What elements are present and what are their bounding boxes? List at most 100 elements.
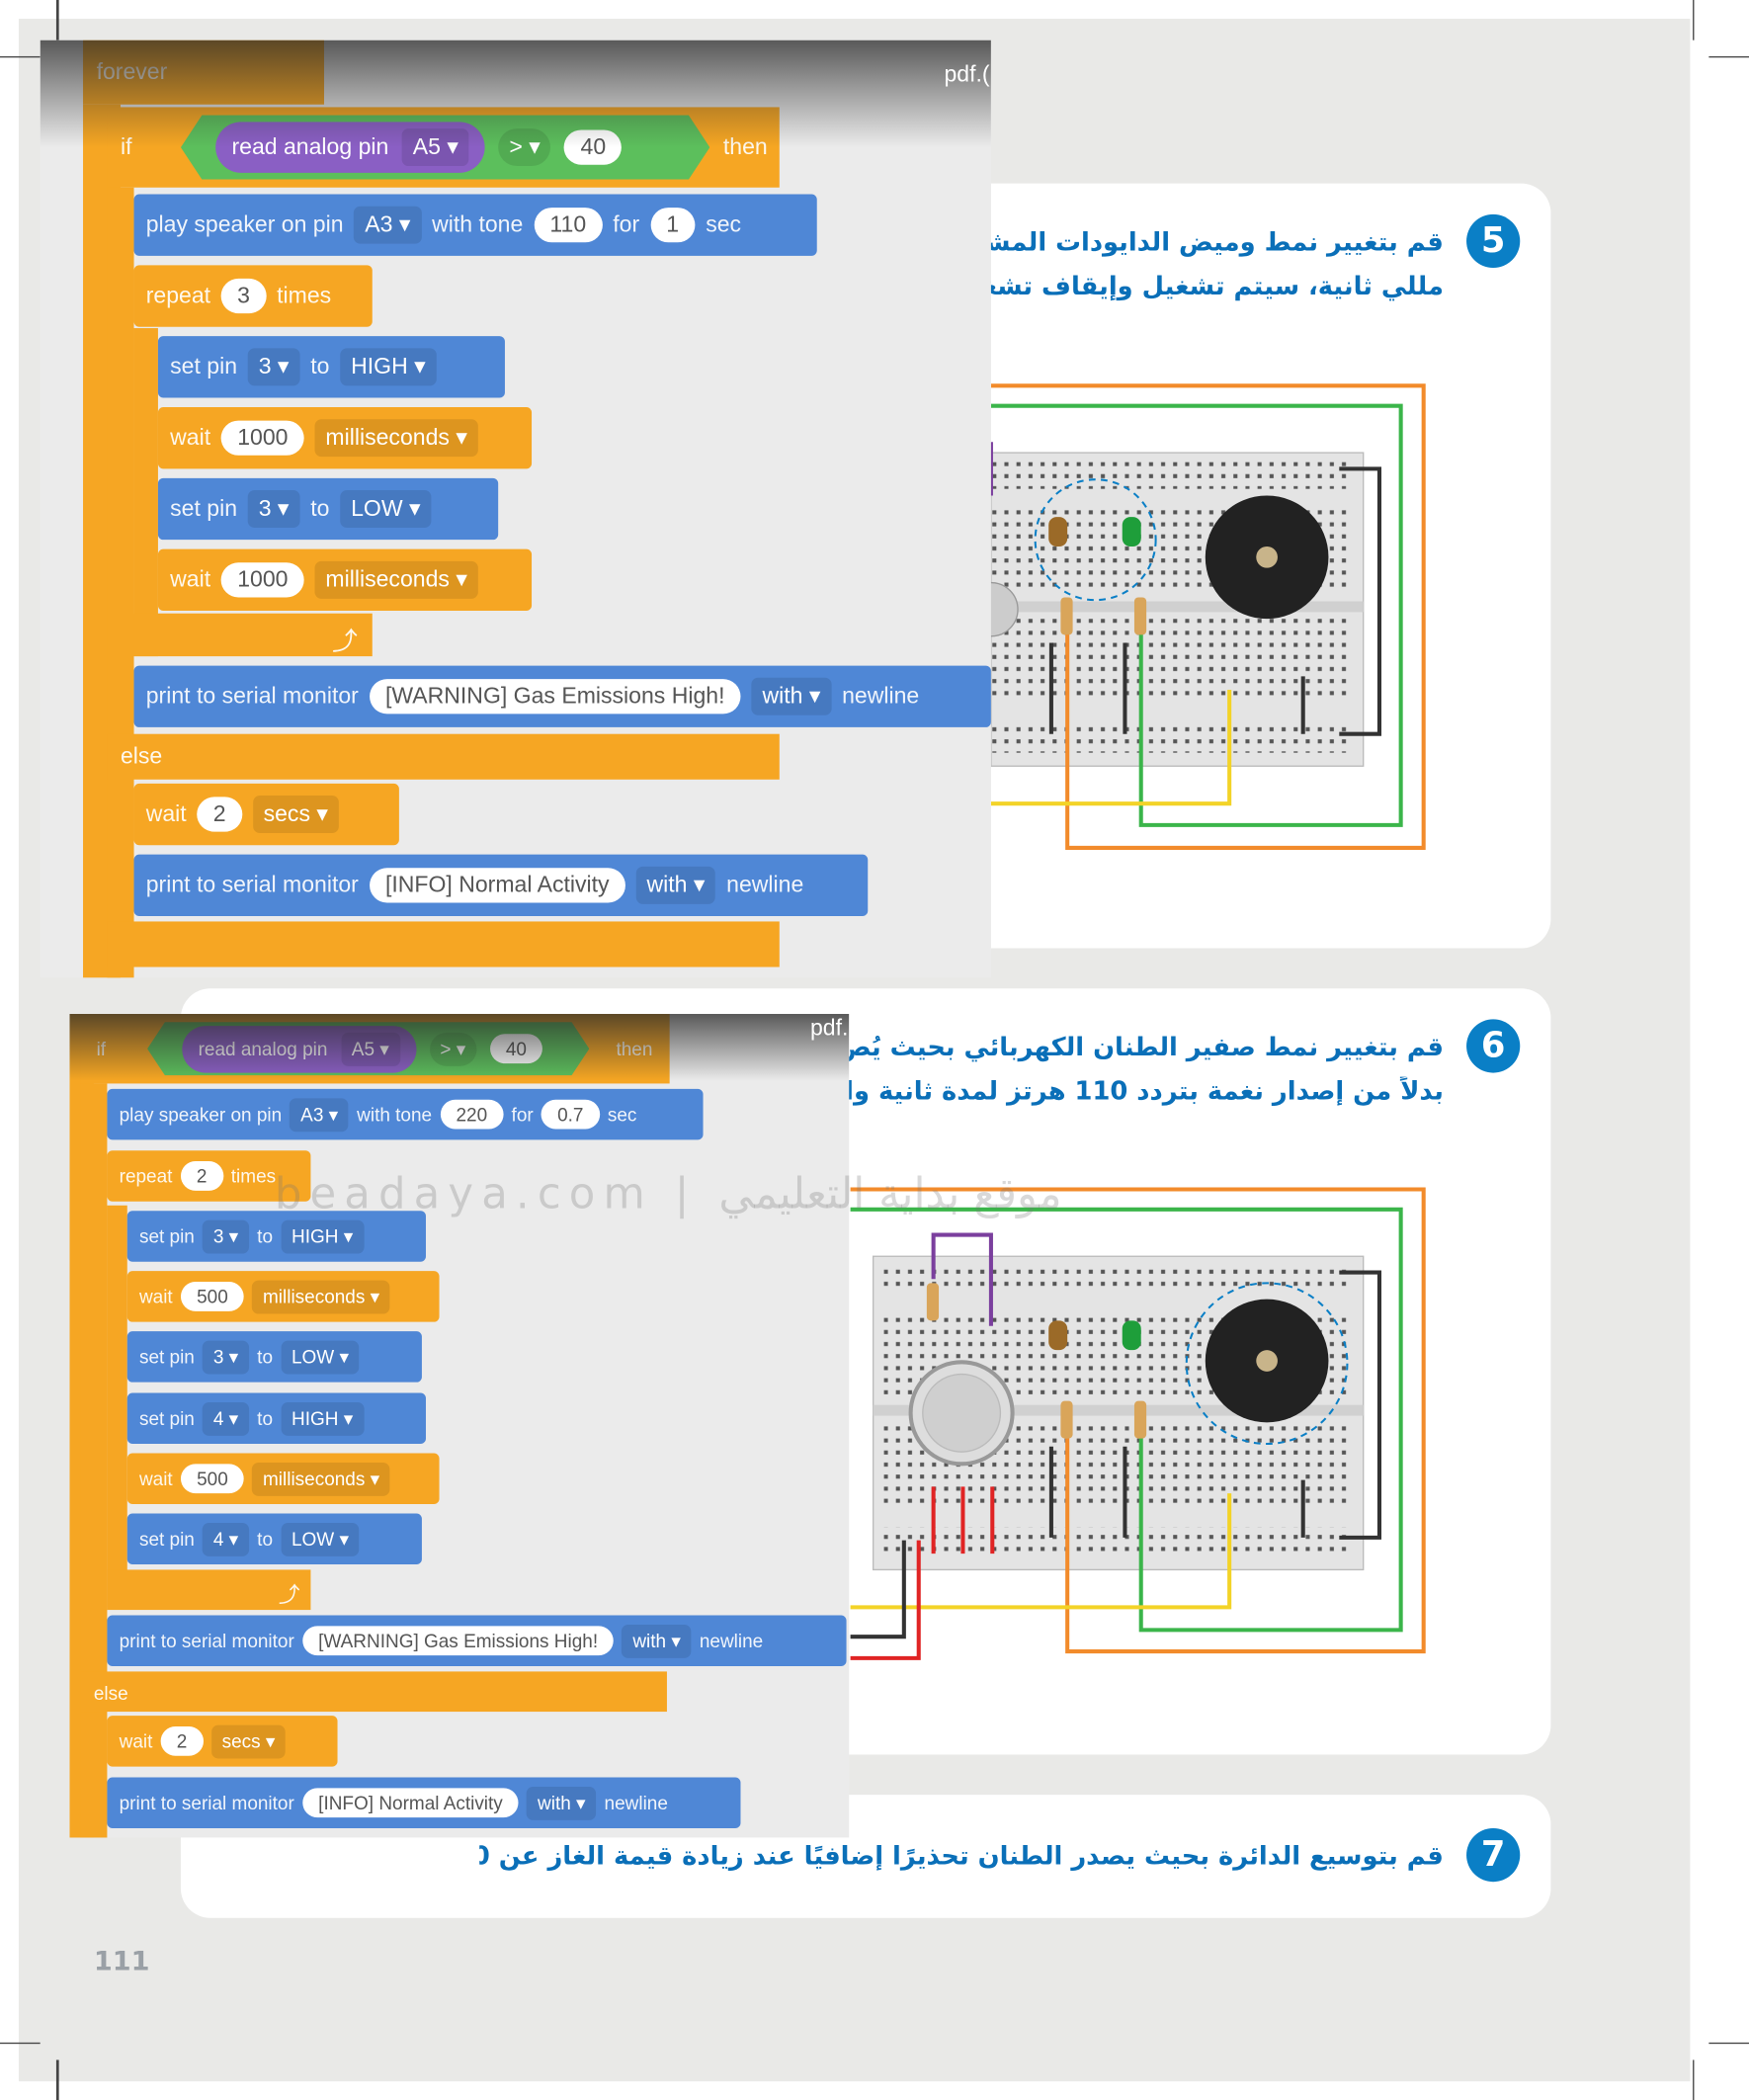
dropdown[interactable]: milliseconds bbox=[314, 419, 478, 458]
resistor bbox=[1060, 597, 1073, 635]
dropdown[interactable]: 3 bbox=[247, 490, 300, 528]
dropdown[interactable]: with bbox=[635, 866, 716, 904]
value-input[interactable]: 0.7 bbox=[541, 1099, 600, 1130]
repeat-end bbox=[107, 1569, 311, 1611]
value-input[interactable]: 220 bbox=[440, 1099, 504, 1130]
block-label: print to serial monitor bbox=[119, 1792, 294, 1814]
code-block: set pin 3 to LOW bbox=[126, 1331, 422, 1383]
value-input[interactable]: 1000 bbox=[220, 420, 304, 456]
block-label: wait bbox=[119, 1730, 153, 1752]
value-input[interactable]: 2 bbox=[197, 797, 242, 832]
value-input[interactable]: 500 bbox=[180, 1464, 245, 1494]
step-6-line2: بدلاً من إصدار نغمة بتردد 110 هرتز لمدة … bbox=[847, 1076, 1445, 1107]
threshold-input[interactable]: 40 bbox=[564, 129, 623, 165]
operator-dropdown[interactable]: > bbox=[429, 1032, 477, 1066]
block-label: to bbox=[257, 1528, 274, 1551]
block-label: repeat bbox=[145, 282, 211, 308]
block-label: for bbox=[511, 1103, 534, 1126]
block-label: sec bbox=[607, 1103, 637, 1126]
sensor-label: read analog pin bbox=[198, 1038, 328, 1060]
dropdown[interactable]: A3 bbox=[290, 1097, 350, 1132]
dropdown[interactable]: A3 bbox=[354, 206, 422, 244]
if-end bbox=[107, 921, 780, 967]
circuit-1 bbox=[963, 383, 1426, 850]
value-input[interactable]: [INFO] Normal Activity bbox=[301, 1788, 520, 1818]
block-label: print to serial monitor bbox=[119, 1630, 294, 1652]
dropdown[interactable]: LOW bbox=[281, 1339, 360, 1374]
dropdown[interactable]: with bbox=[527, 1786, 597, 1820]
forever-label: forever bbox=[96, 58, 168, 85]
else-bar bbox=[107, 733, 780, 780]
then-label: then bbox=[722, 133, 768, 160]
block-label: wait bbox=[145, 800, 187, 827]
block-label: to bbox=[257, 1346, 274, 1368]
crop-mark bbox=[1708, 2042, 1749, 2045]
if-arm bbox=[107, 187, 134, 978]
block-label: set pin bbox=[170, 495, 238, 522]
threshold-input[interactable]: 40 bbox=[489, 1034, 543, 1064]
crop-mark bbox=[0, 55, 41, 58]
dropdown[interactable]: secs bbox=[252, 796, 339, 833]
pin-dropdown[interactable]: A5 bbox=[401, 128, 469, 167]
value-input[interactable]: 1 bbox=[649, 208, 696, 243]
dropdown[interactable]: with bbox=[751, 677, 832, 715]
value-input[interactable]: [WARNING] Gas Emissions High! bbox=[369, 679, 741, 714]
step-7-text: قم بتوسيع الدائرة بحيث يصدر الطنان تحذير… bbox=[479, 1841, 1445, 1872]
dropdown[interactable]: 4 bbox=[202, 1401, 250, 1436]
wire-red bbox=[850, 1486, 995, 1660]
dropdown[interactable]: with bbox=[622, 1624, 692, 1658]
value-input[interactable]: 110 bbox=[534, 208, 603, 243]
value-input[interactable]: 1000 bbox=[220, 562, 304, 598]
repeat-arm bbox=[133, 328, 158, 657]
repeat-end bbox=[133, 613, 373, 657]
dropdown[interactable]: HIGH bbox=[340, 348, 437, 386]
block-label: set pin bbox=[138, 1407, 195, 1430]
then-label: then bbox=[616, 1038, 653, 1060]
dropdown[interactable]: HIGH bbox=[281, 1219, 365, 1253]
wire-black bbox=[850, 1270, 1381, 1639]
resistor bbox=[1133, 1400, 1147, 1439]
block-label: print to serial monitor bbox=[145, 683, 359, 709]
dropdown[interactable]: milliseconds bbox=[252, 1279, 390, 1313]
dropdown[interactable]: HIGH bbox=[281, 1401, 365, 1436]
watermark: beadaya.com | موقع بداية التعليمي bbox=[274, 1167, 1062, 1219]
repeat-arm bbox=[107, 1205, 127, 1608]
block-label: set pin bbox=[138, 1528, 195, 1551]
value-input[interactable]: 500 bbox=[180, 1282, 245, 1311]
dropdown[interactable]: secs bbox=[210, 1723, 287, 1758]
loop-arrow-icon: ⤴ bbox=[332, 628, 358, 657]
dropdown[interactable]: LOW bbox=[340, 490, 432, 528]
circuit-2 bbox=[850, 1187, 1426, 1660]
value-input[interactable]: 2 bbox=[160, 1725, 204, 1756]
pin-dropdown[interactable]: A5 bbox=[340, 1032, 400, 1066]
code-block: repeat 3 times bbox=[133, 265, 373, 327]
wire-purple bbox=[931, 1232, 993, 1326]
operator-dropdown[interactable]: > bbox=[498, 128, 551, 167]
value-input[interactable]: 3 bbox=[220, 278, 267, 314]
dropdown[interactable]: 3 bbox=[202, 1339, 250, 1374]
pdf-label: pdf.( bbox=[944, 61, 990, 88]
wire-orange bbox=[850, 1187, 1426, 1654]
code-block: print to serial monitor [WARNING] Gas Emi… bbox=[133, 665, 991, 727]
dropdown[interactable]: 3 bbox=[247, 348, 300, 386]
dropdown[interactable]: milliseconds bbox=[314, 560, 478, 599]
code-block: set pin 3 to LOW bbox=[157, 477, 499, 541]
dropdown[interactable]: LOW bbox=[281, 1522, 360, 1556]
value-input[interactable]: [WARNING] Gas Emissions High! bbox=[301, 1626, 615, 1656]
dropdown[interactable]: 4 bbox=[202, 1522, 250, 1556]
value-input[interactable]: 2 bbox=[180, 1161, 223, 1191]
block-label: set pin bbox=[138, 1346, 195, 1368]
block-label: times bbox=[277, 282, 332, 308]
crop-mark bbox=[1693, 0, 1695, 41]
code-block: play speaker on pinA3with tone220for0.7s… bbox=[107, 1088, 704, 1140]
crop-mark bbox=[1708, 55, 1749, 58]
dropdown[interactable]: milliseconds bbox=[252, 1462, 390, 1496]
dropdown[interactable]: 3 bbox=[202, 1219, 250, 1253]
block-label: to bbox=[310, 495, 330, 522]
value-input[interactable]: [INFO] Normal Activity bbox=[369, 868, 625, 903]
